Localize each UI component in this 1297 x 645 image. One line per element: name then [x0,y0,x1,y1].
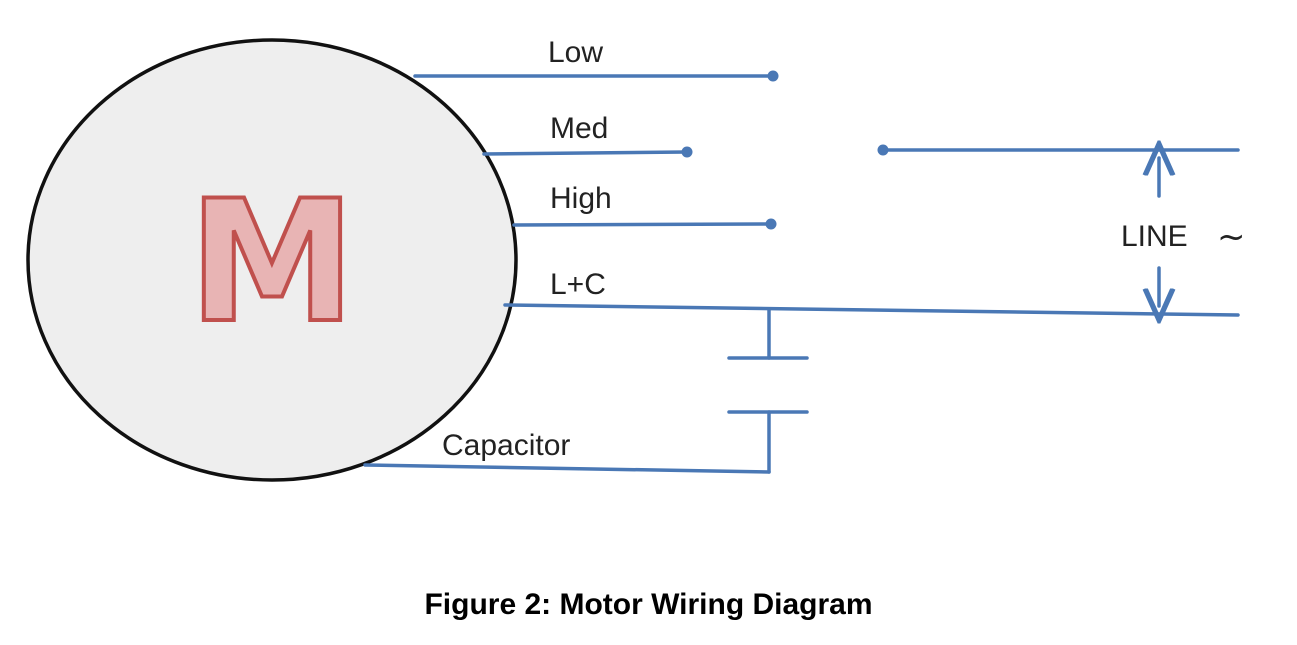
high-terminal [765,218,777,230]
med-wire [482,150,689,156]
line-label: LINE [1121,220,1188,253]
lc-wire [503,303,1240,317]
motor-circle [26,38,518,482]
med-terminal [681,146,693,158]
high-label: High [550,182,612,215]
capacitor-wire [363,463,771,474]
ac-symbol: ~ [1217,217,1246,257]
lc-label: L+C [550,268,606,301]
motor-wiring-diagram: M Low Med High L+C Capacitor LINE ~ [26,36,1246,482]
motor-letter: M [188,164,355,360]
capacitor-label: Capacitor [442,429,570,462]
med-label: Med [550,112,608,145]
low-label: Low [548,36,603,69]
figure-caption: Figure 2: Motor Wiring Diagram [424,588,873,621]
high-wire [512,222,773,227]
low-terminal [767,70,779,82]
